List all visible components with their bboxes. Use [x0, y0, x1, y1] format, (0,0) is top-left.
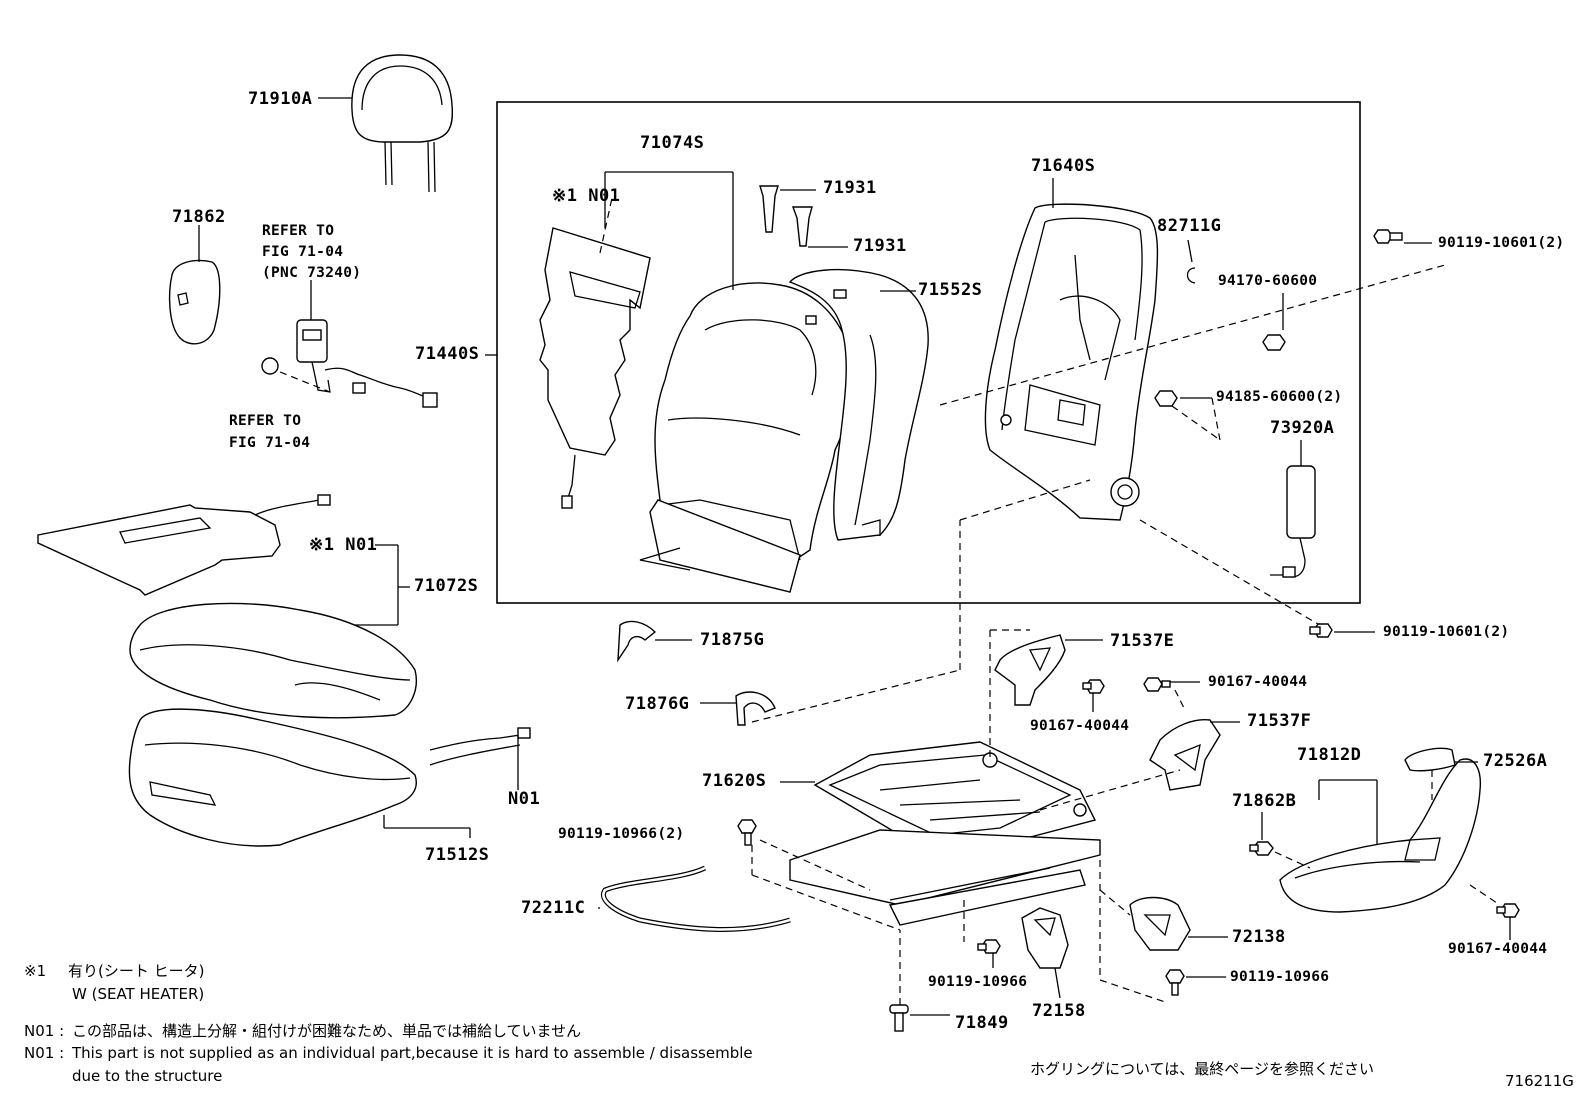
note-seat-heater-en: W (SEAT HEATER): [72, 985, 205, 1003]
knob-72526a-part: [1404, 747, 1456, 772]
note-seat-heater-jp: 有り(シート ヒータ): [68, 962, 205, 980]
label-71875g: 71875G: [700, 630, 765, 650]
clip-82711g-part: [1186, 267, 1196, 284]
cover-71876g-part: [735, 691, 776, 726]
side-airbag-73920a-part: [1270, 465, 1316, 578]
seatback-pad-71552s-part: [788, 268, 929, 541]
cover-72158-part: [1021, 907, 1069, 969]
label-71931-a: 71931: [823, 178, 877, 198]
label-71812d: 71812D: [1297, 745, 1362, 765]
clip-71862b-part: [1249, 841, 1274, 856]
label-90119-10601-top: 90119-10601(2): [1438, 235, 1565, 251]
bolt-71849-part: [889, 1004, 909, 1032]
seat-cushion-pad-part: [128, 708, 417, 847]
seatback-heater-panel-part: [539, 227, 651, 509]
label-94185: 94185-60600(2): [1216, 389, 1343, 405]
nut-94170-part: [1262, 334, 1286, 351]
label-71849: 71849: [955, 1013, 1009, 1033]
label-73920a: 73920A: [1270, 418, 1335, 438]
side-cover-71537e-part: [994, 634, 1066, 706]
label-71640s: 71640S: [1031, 156, 1096, 176]
label-71537f: 71537F: [1247, 711, 1312, 731]
seat-heater-harness-part: [429, 727, 531, 766]
label-71862b: 71862B: [1232, 791, 1297, 811]
note-n01-en-2: due to the structure: [72, 1067, 223, 1085]
label-71552s: 71552S: [918, 280, 983, 300]
label-90119-10966-pair: 90119-10966(2): [558, 826, 685, 842]
label-71072s: 71072S: [414, 576, 479, 596]
seat-track-frame-71620s-part: [789, 741, 1101, 926]
label-94170: 94170-60600: [1218, 273, 1318, 289]
label-90167-b: 90167-40044: [1208, 674, 1308, 690]
nut-94185-part: [1154, 390, 1178, 407]
label-71074s: 71074S: [640, 133, 705, 153]
label-n01-low: N01: [508, 789, 541, 809]
note-n01-jp-key: N01 :: [24, 1022, 65, 1040]
label-82711g: 82711G: [1157, 216, 1222, 236]
screw-90167-40044-c-part: [1496, 903, 1520, 918]
bolt-90119-10966-pair-part: [737, 819, 757, 846]
label-71862: 71862: [172, 207, 226, 227]
label-71910a: 71910A: [248, 89, 313, 109]
headrest-part: [351, 54, 454, 193]
label-n01-mid: ※1 N01: [309, 535, 378, 555]
label-90167-c: 90167-40044: [1448, 941, 1548, 957]
label-refer1-l3: (PNC 73240): [262, 265, 362, 281]
note-n01-en-key: N01 :: [24, 1044, 65, 1062]
label-71512s: 71512S: [425, 845, 490, 865]
label-71440s: 71440S: [415, 344, 480, 364]
clip-71931-parts: [759, 185, 813, 247]
note-mark-1: ※1: [24, 962, 47, 980]
label-71620s: 71620S: [702, 771, 767, 791]
seatback-cover-71074s-part: [639, 282, 852, 593]
label-n01-top: ※1 N01: [552, 186, 621, 206]
label-refer2-l1: REFER TO: [229, 413, 302, 429]
bolt-90119-10601-top-part: [1373, 229, 1403, 244]
note-n01-en: This part is not supplied as an individu…: [72, 1044, 753, 1062]
label-72138: 72138: [1232, 927, 1286, 947]
bolt-90119-10966-mid-part: [977, 939, 1001, 954]
wire-72211c-part: [600, 865, 791, 932]
seatback-frame-71640s-part: [984, 203, 1159, 521]
label-71537e: 71537E: [1110, 631, 1175, 651]
label-refer1-l2: FIG 71-04: [262, 244, 344, 260]
note-hog-ring: ホグリングについては、最終ページを参照ください: [1030, 1060, 1374, 1078]
note-n01-jp: この部品は、構造上分解・組付けが困難なため、単品では補給していません: [72, 1022, 582, 1040]
label-90119-10601-bottom: 90119-10601(2): [1383, 624, 1510, 640]
seat-cushion-cover-part: [129, 602, 417, 719]
label-72158: 72158: [1032, 1001, 1086, 1021]
cover-71862-part: [168, 259, 221, 345]
side-shield-71812d-part: [1279, 758, 1482, 913]
screw-90167-40044-a-part: [1082, 679, 1105, 694]
seatback-assembly-box: [496, 101, 1361, 604]
side-cover-71537f-part: [1149, 718, 1221, 791]
label-90119-10966-mid: 90119-10966: [928, 974, 1028, 990]
cover-71875g-part: [617, 620, 657, 663]
bolt-90119-10601-bottom-part: [1309, 623, 1333, 638]
label-refer2-l2: FIG 71-04: [229, 435, 311, 451]
label-90167-a: 90167-40044: [1030, 718, 1130, 734]
bolt-90119-10966-right-part: [1165, 969, 1185, 996]
label-refer1-l1: REFER TO: [262, 223, 335, 239]
screw-90167-40044-b-part: [1143, 677, 1171, 692]
cover-72138-part: [1129, 896, 1191, 951]
label-72211c: 72211C: [521, 898, 586, 918]
label-71931-b: 71931: [853, 236, 907, 256]
label-72526a: 72526A: [1483, 751, 1548, 771]
seat-belt-buckle-part: [261, 319, 438, 408]
figure-code: 716211G: [1505, 1072, 1574, 1090]
label-90119-10966-right: 90119-10966: [1230, 969, 1330, 985]
label-71876g: 71876G: [625, 694, 690, 714]
seat-cushion-heater-panel-part: [37, 494, 331, 596]
